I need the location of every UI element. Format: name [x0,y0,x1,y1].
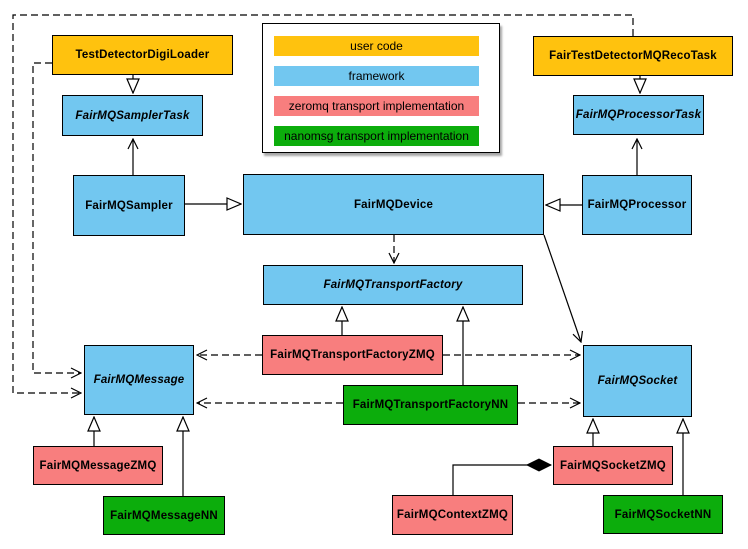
node-fairmqmessagenn[interactable]: FairMQMessageNN [103,496,225,535]
edge-recotask-depends-message [12,14,634,393]
legend-item-zeromq: zeromq transport implementation [274,96,479,116]
node-fairmqsocketnn[interactable]: FairMQSocketNN [603,495,723,534]
node-fairmqcontextzmq[interactable]: FairMQContextZMQ [392,495,513,535]
node-fairmqmessagezmq[interactable]: FairMQMessageZMQ [33,446,163,485]
node-fairmqtransportfactoryzmq[interactable]: FairMQTransportFactoryZMQ [262,335,443,375]
node-fairmqtransportfactory[interactable]: FairMQTransportFactory [263,265,523,305]
legend-item-nanomsg: nanomsg transport implementation [274,126,479,146]
edge-device-uses-socket [543,234,581,342]
legend-item-framework: framework [274,66,479,86]
node-fairmqsocketzmq[interactable]: FairMQSocketZMQ [553,446,673,485]
node-fairmqdevice[interactable]: FairMQDevice [243,174,544,235]
legend-item-user-code: user code [274,36,479,56]
node-fairmqtransportfactorynn[interactable]: FairMQTransportFactoryNN [343,385,518,425]
legend: user code framework zeromq transport imp… [262,23,500,153]
node-fairmqprocessor[interactable]: FairMQProcessor [582,175,692,235]
node-fairmqsampler[interactable]: FairMQSampler [73,175,185,236]
edge-digiloader-depends-message [32,62,81,373]
node-testdetectordigiloader[interactable]: TestDetectorDigiLoader [52,35,233,75]
node-fairtestdetectormqrecotask[interactable]: FairTestDetectorMQRecoTask [533,36,733,76]
edge-contextzmq-composition-socketzmq [452,465,551,495]
node-fairmqsocket[interactable]: FairMQSocket [583,345,692,417]
node-fairmqmessage[interactable]: FairMQMessage [84,345,194,415]
node-fairmqprocessortask[interactable]: FairMQProcessorTask [573,95,704,135]
node-fairmqsamplertask[interactable]: FairMQSamplerTask [62,95,203,136]
